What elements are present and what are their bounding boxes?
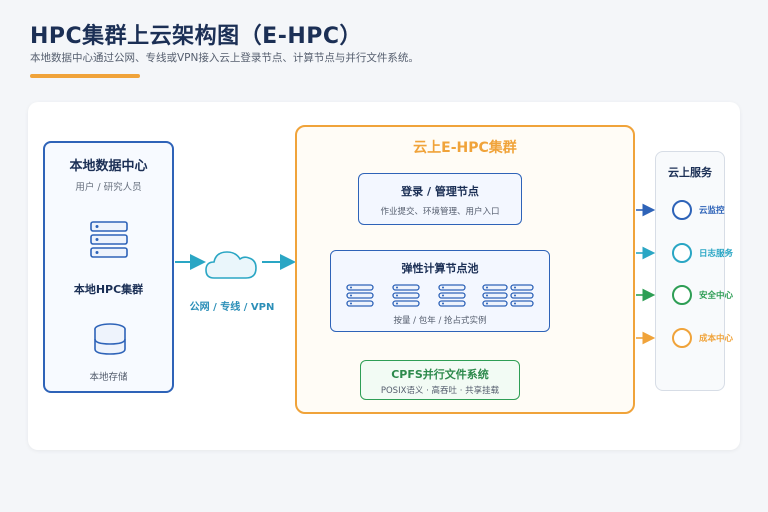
service-security-label: 安全中心 — [699, 291, 734, 301]
compute-node-icons — [346, 284, 534, 307]
storage-icon — [94, 323, 126, 355]
page-subtitle: 本地数据中心通过公网、专线或VPN接入云上登录节点、计算节点与并行文件系统。 — [30, 52, 419, 64]
login-node-box: 登录 / 管理节点 作业提交、环境管理、用户入口 — [358, 173, 522, 225]
cloud-services-title: 云上服务 — [668, 166, 712, 179]
accent-bar — [30, 74, 140, 78]
cloud-icon — [205, 251, 257, 279]
compute-pool-box: 弹性计算节点池 按量 / 包年 / 抢占式实例 — [330, 250, 550, 332]
service-cost-label: 成本中心 — [699, 334, 734, 344]
service-log: 日志服务 — [672, 243, 734, 265]
monitor-circle-icon — [672, 200, 692, 220]
network-label: 公网 / 专线 / VPN — [189, 302, 275, 313]
service-cost: 成本中心 — [672, 328, 734, 350]
service-monitor-label: 云监控 — [699, 206, 725, 216]
local-datacenter-title: 本地数据中心 — [69, 159, 148, 174]
server-icon — [90, 221, 128, 258]
cpfs-desc: POSIX语义 · 高吞吐 · 共享挂载 — [380, 386, 500, 396]
cloud-services-box: 云上服务 — [655, 151, 725, 391]
local-storage-label: 本地存储 — [89, 372, 128, 383]
cost-circle-icon — [672, 328, 692, 348]
security-circle-icon — [672, 285, 692, 305]
page-title: HPC集群上云架构图（E-HPC） — [30, 24, 363, 49]
cpfs-box: CPFS并行文件系统 POSIX语义 · 高吞吐 · 共享挂载 — [360, 360, 520, 400]
login-node-title: 登录 / 管理节点 — [401, 185, 479, 198]
log-circle-icon — [672, 243, 692, 263]
service-log-label: 日志服务 — [699, 249, 734, 259]
service-monitor: 云监控 — [672, 200, 732, 222]
local-hpc-cluster-label: 本地HPC集群 — [73, 283, 144, 296]
ehpc-cluster-title: 云上E-HPC集群 — [413, 140, 517, 156]
local-datacenter-box: 本地数据中心 用户 / 研究人员 本地HPC集群 本地存储 — [43, 141, 174, 393]
compute-pool-title: 弹性计算节点池 — [401, 262, 479, 275]
local-users-label: 用户 / 研究人员 — [75, 182, 142, 193]
service-security: 安全中心 — [672, 285, 734, 307]
compute-pool-desc: 按量 / 包年 / 抢占式实例 — [393, 316, 487, 326]
cpfs-title: CPFS并行文件系统 — [391, 368, 489, 381]
login-node-desc: 作业提交、环境管理、用户入口 — [380, 207, 500, 217]
